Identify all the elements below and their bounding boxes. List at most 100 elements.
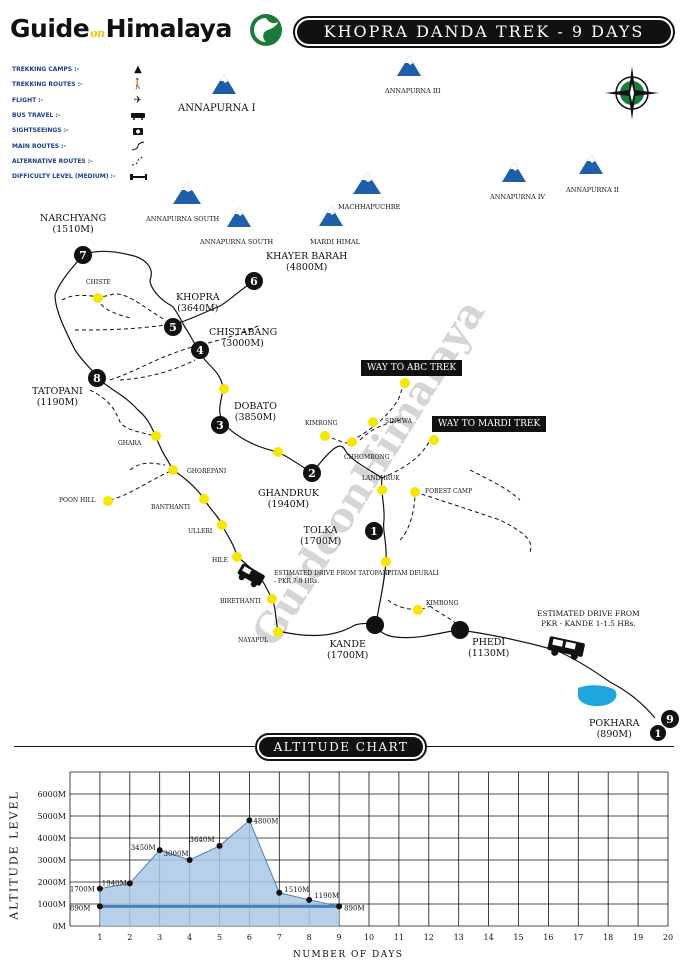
mountain-icon	[319, 206, 343, 226]
page-title-text: KHOPRA DANDA TREK - 9 DAYS	[297, 20, 671, 44]
mountain-icon	[173, 182, 201, 204]
label-phedi: PHEDI(1130M)	[468, 637, 510, 659]
x-tick-label: 1	[97, 933, 102, 942]
label-pitam-deurali: PITAM DEURALI	[387, 570, 439, 577]
label-chiste: CHISTE	[86, 279, 111, 286]
stop-marker-pokhara-1: 1	[650, 725, 666, 741]
camp-dot	[217, 520, 227, 530]
x-tick-label: 20	[663, 933, 673, 942]
jeep-icon	[547, 636, 585, 660]
mountain-icon	[227, 207, 251, 227]
brand-leaf-icon	[250, 14, 282, 46]
svg-text:8: 8	[93, 372, 101, 385]
camp-dots	[93, 293, 439, 637]
svg-text:4: 4	[196, 344, 204, 357]
x-tick-label: 14	[484, 933, 494, 942]
stop-marker-8: 8	[88, 369, 106, 387]
label-chhomrong: CHHOMRONG	[344, 454, 390, 461]
data-label: 1510M	[284, 886, 309, 894]
x-tick-label: 5	[217, 933, 222, 942]
svg-text:1: 1	[370, 525, 378, 538]
x-tick-label: 12	[424, 933, 434, 942]
data-label: 3000M	[164, 850, 189, 858]
label-landruk: LANDHRUK	[362, 475, 400, 482]
camp-dot	[93, 293, 103, 303]
label-khopra: KHOPRA(3640M)	[176, 292, 220, 314]
label-khayer-barah: KHAYER BARAH(4800M)	[266, 251, 348, 273]
label-poon-hill: POON HILL	[59, 497, 96, 504]
x-tick-label: 15	[513, 933, 523, 942]
dumbbell-icon	[129, 171, 147, 183]
label-annapurna-ii: ANNAPURNA II	[566, 186, 619, 194]
label-kimrong: KIMRONG	[305, 420, 338, 427]
legend-row-camps: TREKKING CAMPS :-▲	[12, 62, 147, 77]
x-tick-label: 2	[127, 933, 132, 942]
chart-x-axis-label: NUMBER OF DAYS	[293, 950, 404, 960]
x-tick-label: 8	[307, 933, 312, 942]
label-sinuwa: SINUWA	[385, 418, 412, 425]
data-label: 3450M	[131, 844, 156, 852]
label-annapurna-south-2: ANNAPURNA SOUTH	[200, 238, 274, 246]
legend-row-alt-routes: ALTERNATIVE ROUTES :-	[12, 154, 147, 169]
svg-text:7: 7	[79, 249, 87, 262]
legend-row-routes: TREKKING ROUTES :-🚶	[12, 77, 147, 92]
data-point	[276, 889, 283, 896]
camp-dot	[219, 384, 229, 394]
data-point	[186, 857, 193, 863]
camp-dot	[273, 627, 283, 637]
y-tick-label: 3000M	[37, 856, 66, 865]
jeep-icon	[237, 563, 265, 588]
label-annapurna-iii: ANNAPURNA III	[385, 87, 441, 95]
camp-dot	[377, 485, 387, 495]
x-tick-label: 3	[157, 933, 162, 942]
logo-text-on: on	[90, 27, 105, 40]
x-tick-label: 16	[543, 933, 553, 942]
airplane-icon: ✈	[133, 94, 143, 106]
altitude-line	[99, 819, 340, 907]
label-chistabang: CHISTABANG(3000M)	[209, 327, 278, 349]
camp-dot	[410, 487, 420, 497]
route-map: GuideonHimalaya	[54, 56, 679, 741]
stop-marker-5: 5	[164, 318, 182, 336]
data-label: 1700M	[70, 886, 95, 894]
camp-dot	[347, 437, 357, 447]
page-title: KHOPRA DANDA TREK - 9 DAYS	[293, 16, 675, 48]
data-point	[306, 896, 313, 903]
label-machhapuchre: MACHHAPUCHRE	[338, 203, 401, 211]
logo-text-himalaya: Himalaya	[105, 14, 233, 43]
camp-dot	[381, 557, 391, 567]
data-label: 1190M	[314, 892, 339, 900]
mountain-icon	[212, 74, 236, 94]
svg-text:9: 9	[666, 713, 674, 726]
label-pokhara: POKHARA(890M)	[589, 718, 640, 740]
y-tick-label: 4000M	[37, 834, 66, 843]
x-tick-label: 7	[277, 933, 282, 942]
label-mardi-himal: MARDI HIMAL	[310, 238, 360, 246]
svg-text:6: 6	[250, 275, 258, 288]
camp-dot	[267, 594, 277, 604]
label-birethanti: BIRETHANTI	[220, 598, 261, 605]
label-narchyang: NARCHYANG(1510M)	[40, 213, 107, 235]
bus-icon	[129, 110, 147, 122]
data-label: 890M	[70, 904, 91, 912]
tag-way-to-mardi: WAY TO MARDI TREK	[432, 416, 547, 432]
data-label: 890M	[344, 904, 365, 912]
mountain-icon	[353, 172, 381, 194]
x-tick-label: 10	[364, 933, 374, 942]
y-tick-label: 1000M	[37, 900, 66, 909]
camp-dot	[368, 417, 378, 427]
camp-dot	[232, 552, 242, 562]
solid-route-icon	[129, 140, 147, 152]
svg-text:3: 3	[216, 419, 224, 432]
logo: GuideonHimalaya	[10, 14, 232, 43]
legend-row-difficulty: DIFFICULTY LEVEL (MEDIUM) :-	[12, 169, 147, 184]
data-label: 3640M	[190, 836, 215, 844]
svg-text:1: 1	[655, 729, 662, 740]
label-tolka: TOLKA(1700M)	[300, 525, 342, 547]
mountain-icon	[502, 162, 526, 182]
x-tick-label: 13	[454, 933, 464, 942]
label-banthanti: BANTHANTI	[151, 504, 191, 511]
data-point	[156, 847, 163, 854]
stop-marker-7: 7	[74, 246, 92, 264]
